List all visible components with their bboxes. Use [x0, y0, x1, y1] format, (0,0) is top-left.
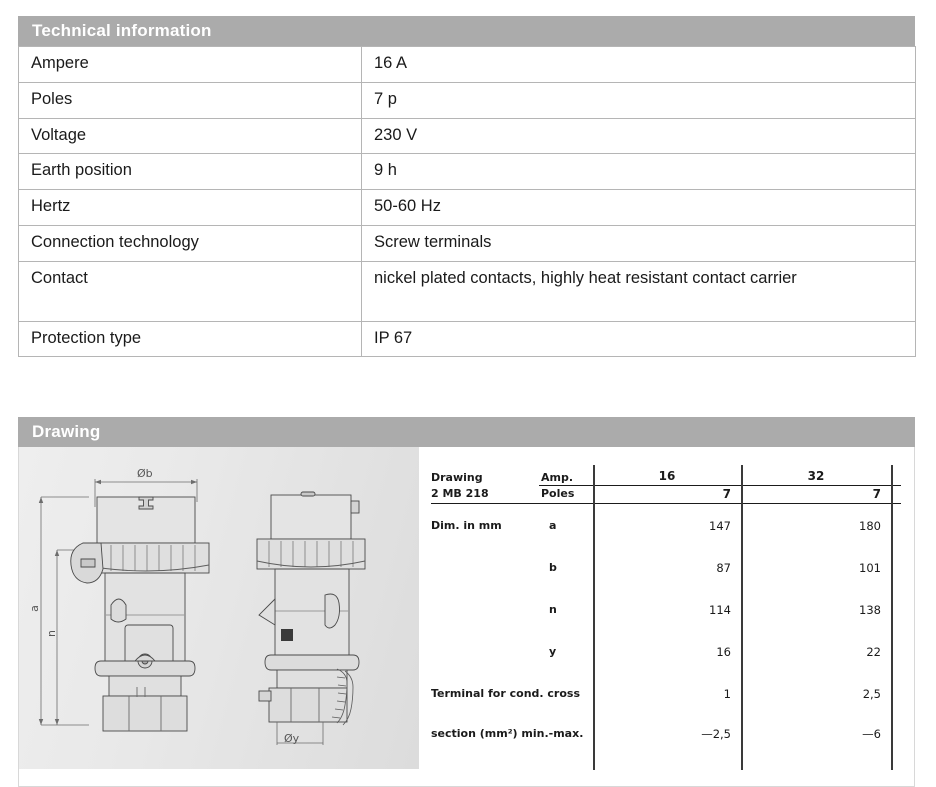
row-value-connection-technology: Screw terminals [361, 224, 916, 262]
dimension-label-diameter-y: Øy [284, 732, 300, 745]
row-value-protection-type: IP 67 [361, 320, 916, 358]
row-label-connection-technology: Connection technology [18, 224, 362, 262]
plug-drawing-svg [38, 479, 366, 745]
spec-label-amp: Amp. [541, 471, 574, 484]
drawing-spec-table: Drawing 2 MB 218 Amp. Poles Dim. in mm T… [431, 465, 901, 770]
row-value-ampere: 16 A [361, 46, 916, 83]
drawing-panel: Drawing [18, 417, 915, 787]
spec-section-col1: —2,5 [701, 727, 731, 741]
table-row: Poles 7 p [18, 81, 916, 119]
spec-n-col1: 114 [709, 603, 731, 617]
spec-terminal-col2: 2,5 [862, 687, 881, 701]
row-value-voltage: 230 V [361, 117, 916, 155]
spec-label-poles: Poles [541, 487, 575, 500]
row-label-hertz: Hertz [18, 189, 362, 226]
plug-technical-drawing: Øb a n Øy [19, 447, 419, 769]
spec-symbol-a: a [549, 519, 557, 532]
table-row: Protection type IP 67 [18, 320, 916, 358]
spec-label-dim-in-mm: Dim. in mm [431, 519, 502, 532]
dimension-label-a: a [27, 605, 41, 612]
table-row: Hertz 50-60 Hz [18, 189, 916, 226]
spec-symbol-b: b [549, 561, 557, 574]
spec-b-col2: 101 [859, 561, 881, 575]
spec-divider-3 [891, 465, 893, 770]
spec-title-line2: 2 MB 218 [431, 487, 489, 500]
row-value-hertz: 50-60 Hz [361, 189, 916, 226]
row-value-earth-position: 9 h [361, 153, 916, 191]
table-row: Ampere 16 A [18, 46, 916, 83]
technical-information-panel: Technical information Ampere 16 A Poles … [18, 16, 916, 358]
spec-label-terminal-line1: Terminal for cond. cross [431, 687, 580, 700]
table-row: Voltage 230 V [18, 117, 916, 155]
row-label-protection-type: Protection type [18, 320, 362, 358]
dimension-label-n: n [44, 630, 58, 637]
spec-y-col1: 16 [716, 645, 731, 659]
spec-divider-2 [741, 465, 743, 770]
spec-a-col1: 147 [709, 519, 731, 533]
row-label-voltage: Voltage [18, 117, 362, 155]
spec-rule-amp [539, 485, 901, 486]
spec-col2-poles: 7 [872, 487, 881, 501]
technical-information-header: Technical information [18, 16, 915, 46]
drawing-body: Øb a n Øy Drawing 2 MB 218 Amp. Poles Di… [18, 447, 915, 787]
row-label-contact: Contact [18, 260, 362, 322]
technical-information-title: Technical information [32, 21, 212, 40]
spec-symbol-y: y [549, 645, 557, 658]
row-label-ampere: Ampere [18, 46, 362, 83]
technical-information-table: Ampere 16 A Poles 7 p Voltage 230 V Eart… [18, 46, 916, 358]
spec-n-col2: 138 [859, 603, 881, 617]
row-label-poles: Poles [18, 81, 362, 119]
spec-y-col2: 22 [866, 645, 881, 659]
table-row: Earth position 9 h [18, 153, 916, 191]
spec-rule-poles [431, 503, 901, 504]
row-value-contact: nickel plated contacts, highly heat resi… [361, 260, 916, 322]
spec-symbol-n: n [549, 603, 557, 616]
table-row: Contact nickel plated contacts, highly h… [18, 260, 916, 322]
row-value-poles: 7 p [361, 81, 916, 119]
spec-terminal-col1: 1 [723, 687, 731, 701]
spec-col1-amp: 16 [658, 469, 676, 483]
spec-section-col2: —6 [862, 727, 881, 741]
drawing-title: Drawing [32, 422, 101, 441]
spec-title-line1: Drawing [431, 471, 483, 484]
dimension-label-diameter-b: Øb [137, 467, 153, 480]
table-row: Connection technology Screw terminals [18, 224, 916, 262]
spec-label-section-line2: section (mm²) min.-max. [431, 727, 584, 740]
drawing-header: Drawing [18, 417, 915, 447]
spec-a-col2: 180 [859, 519, 881, 533]
spec-b-col1: 87 [716, 561, 731, 575]
row-label-earth-position: Earth position [18, 153, 362, 191]
spec-col2-amp: 32 [807, 469, 825, 483]
spec-divider-1 [593, 465, 595, 770]
spec-col1-poles: 7 [722, 487, 731, 501]
